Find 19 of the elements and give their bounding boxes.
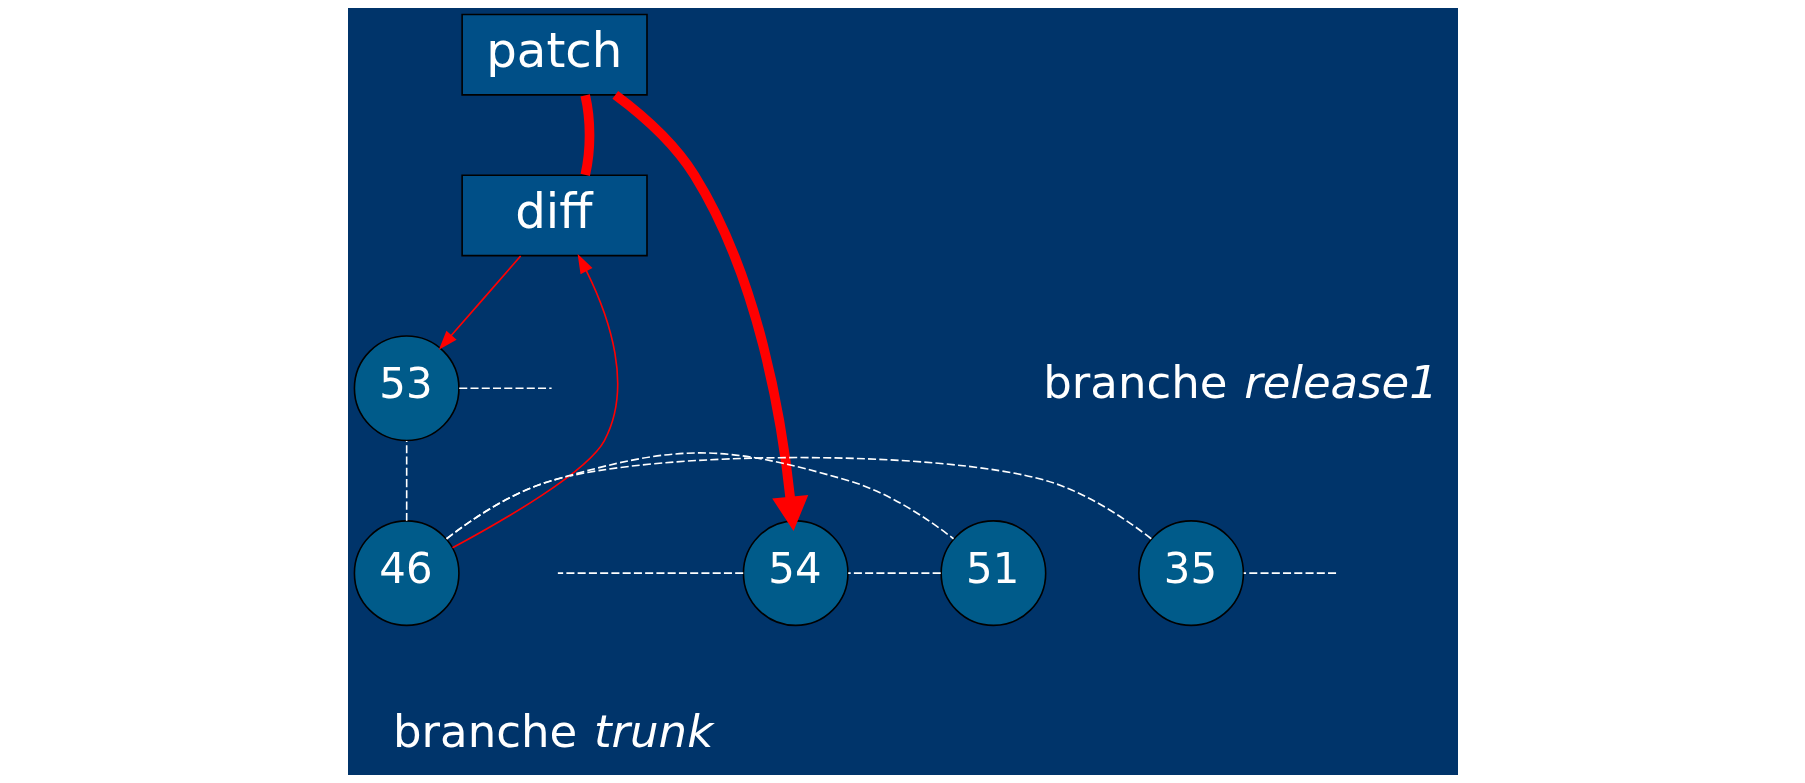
node-circle: 54	[742, 520, 849, 627]
node-circle: 46	[353, 520, 460, 627]
connector	[405, 440, 407, 522]
label: branche release1	[1042, 355, 1438, 409]
node-circle: 51	[939, 520, 1046, 627]
label: branche trunk	[392, 704, 713, 758]
connector	[556, 572, 744, 574]
connector	[846, 572, 941, 574]
node-circle: 35	[1137, 520, 1244, 627]
arrow	[451, 253, 618, 549]
connector	[445, 452, 954, 540]
connector	[580, 94, 594, 176]
arrow	[611, 91, 808, 532]
arrow	[438, 255, 521, 350]
connector	[1242, 572, 1337, 574]
node-box: diff	[460, 174, 648, 257]
node-box: patch	[460, 13, 648, 96]
connector	[457, 387, 552, 390]
node-circle: 53	[353, 335, 460, 442]
